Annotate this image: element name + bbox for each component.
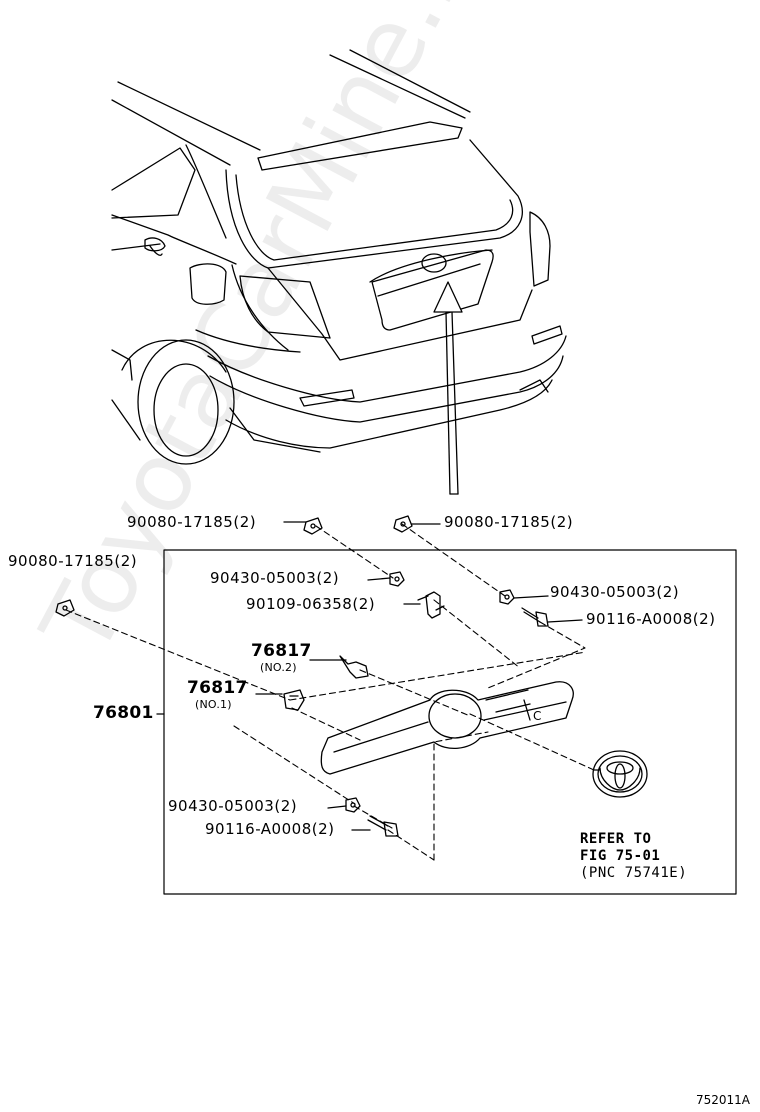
clip-top-left-shape: [303, 517, 323, 535]
label-retainer-no2-note: (NO.2): [260, 661, 297, 674]
label-nut-upper-right: 90430-05003(2): [550, 583, 680, 601]
label-refer-line3: (PNC 75741E): [580, 865, 688, 881]
screw-lower-shape: [367, 815, 399, 837]
garnish-shape: [320, 681, 574, 775]
bolt-clip-shape: [417, 591, 445, 619]
label-figure-code: 752011A: [696, 1093, 751, 1107]
retainer-no2-shape: [309, 655, 369, 679]
screw-upper-right-shape: [521, 607, 549, 627]
dashed-leader-lines: [65, 523, 595, 861]
label-screw-lower: 90116-A0008(2): [205, 820, 335, 838]
label-nut-upper-left: 90430-05003(2): [210, 569, 340, 587]
retainer-no1-shape: [255, 689, 305, 711]
label-garnish-part: 76801: [93, 703, 154, 723]
emblem-shape: [592, 750, 648, 798]
label-clip-outer-left: 90080-17185(2): [8, 552, 138, 570]
label-retainer-no1-part: 76817: [187, 678, 248, 698]
clip-top-right-shape: [393, 515, 413, 533]
label-nut-lower: 90430-05003(2): [168, 797, 298, 815]
label-retainer-no2-part: 76817: [251, 641, 312, 661]
label-refer-line1: REFER TO: [580, 831, 652, 847]
label-refer-line2: FIG 75-01: [580, 848, 661, 864]
nut-upper-left-shape: [389, 571, 405, 587]
clip-outer-left-shape: [55, 599, 75, 617]
nut-upper-right-shape: [499, 589, 515, 605]
car-rear-illustration: [111, 49, 567, 495]
assembly-frame: [163, 549, 737, 895]
label-bolt-clip: 90109-06358(2): [246, 595, 376, 613]
label-screw-upper-right: 90116-A0008(2): [586, 610, 716, 628]
label-callout-c: C: [533, 709, 542, 723]
label-clip-top-right: 90080-17185(2): [444, 513, 574, 531]
nut-lower-shape: [345, 797, 361, 813]
label-retainer-no1-note: (NO.1): [195, 698, 232, 711]
label-clip-top-left: 90080-17185(2): [127, 513, 257, 531]
